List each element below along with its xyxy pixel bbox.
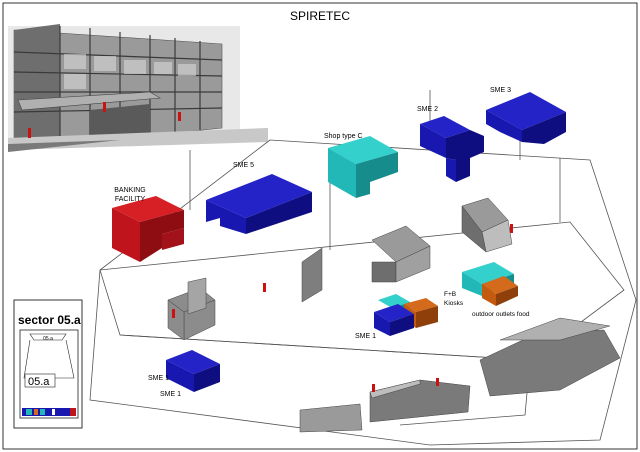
fb-label-line2: Kiosks [444, 300, 464, 307]
banking-label-line2: FACILITY [115, 196, 146, 203]
shop-type-c-block [328, 136, 398, 198]
page-title: SPIRETEC [290, 9, 350, 23]
sme1-left-label-a: SME 1 [148, 375, 169, 382]
sme1-center-cluster [374, 294, 438, 336]
person-figure [28, 128, 31, 138]
person-figure [372, 384, 375, 392]
person-figure [178, 112, 181, 121]
sme2-block [420, 116, 484, 182]
sme5-label: SME 5 [233, 162, 254, 169]
person-figure [263, 283, 266, 292]
person-figure [172, 309, 175, 318]
building-perspective-rendering [8, 24, 268, 152]
grey-wall-modules [167, 197, 513, 341]
sme1-left-block [166, 350, 220, 392]
person-figure [436, 378, 439, 386]
shop-type-c-label: Shop type C [324, 133, 363, 140]
sector-inset: sector 05.a 05.a 05.a [13, 299, 83, 429]
sector-title: sector 05.a [18, 313, 81, 327]
sector-big-label: 05.a [28, 376, 50, 388]
outdoor-outlets-label: outdoor outlets food [472, 311, 530, 318]
fb-label-line1: F+B [444, 291, 456, 298]
person-figure [103, 102, 106, 112]
banking-label-line1: BANKING [114, 187, 146, 194]
person-figure [510, 224, 513, 233]
sme2-label: SME 2 [417, 106, 438, 113]
banking-facility-block [112, 196, 184, 262]
sector-color-strip [22, 408, 76, 416]
sector-small-label: 05.a [43, 336, 53, 342]
sme3-label: SME 3 [490, 87, 511, 94]
lower-buildings [299, 317, 621, 433]
sme1-left-label-b: SME 1 [160, 391, 181, 398]
sme1-center-label: SME 1 [355, 333, 376, 340]
outdoor-food-outlet-block [482, 276, 518, 306]
sme3-block [486, 92, 566, 144]
sme5-block [206, 174, 312, 234]
